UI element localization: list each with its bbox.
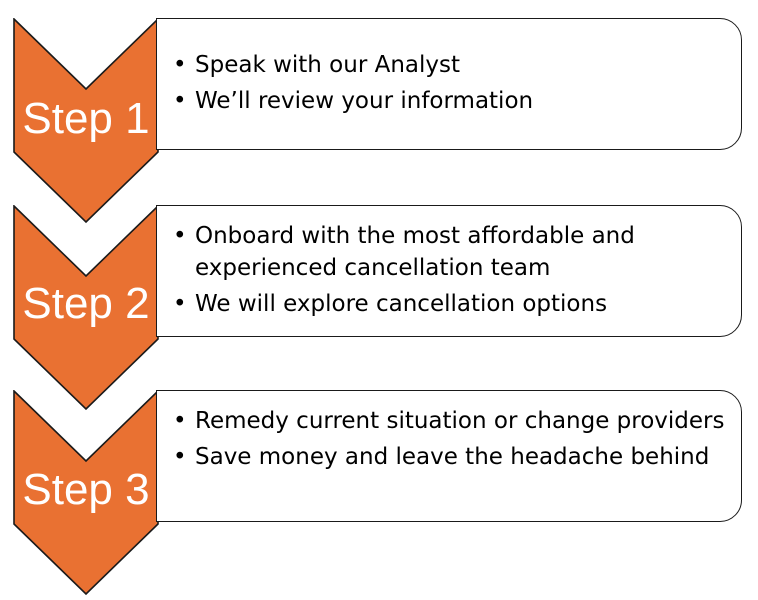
step-3-bullet-1: •Remedy current situation or change prov… [173, 408, 725, 434]
step-3-bullet-2: •Save money and leave the headache behin… [173, 444, 710, 470]
step-1: Step 1 •Speak with our Analyst •We’ll re… [0, 18, 758, 228]
step-3-label: Step 3 [22, 465, 150, 514]
step-3: Step 3 •Remedy current situation or chan… [0, 390, 758, 600]
step-2-bullet-1: •Onboard with the most affordable and ex… [173, 223, 635, 281]
step-2-label: Step 2 [22, 279, 150, 328]
step-2-bullet-list: •Onboard with the most affordable and ex… [173, 220, 731, 324]
step-1-label: Step 1 [22, 94, 150, 143]
step-1-bullet-1-text: Speak with our Analyst [195, 52, 461, 78]
step-1-card: •Speak with our Analyst •We’ll review yo… [156, 18, 742, 150]
step-1-bullet-1: •Speak with our Analyst [173, 52, 461, 78]
step-3-chevron-icon [13, 390, 159, 596]
step-1-bullet-2: •We’ll review your information [173, 88, 534, 114]
step-2-chevron-icon [13, 205, 159, 411]
step-3-bullet-list: •Remedy current situation or change prov… [173, 405, 731, 477]
step-2-bullet-2-text: We will explore cancellation options [195, 291, 608, 317]
step-1-bullet-list: •Speak with our Analyst •We’ll review yo… [173, 49, 731, 121]
step-1-chevron-icon [13, 18, 159, 224]
step-2: Step 2 •Onboard with the most affordable… [0, 205, 758, 415]
step-1-bullet-2-text: We’ll review your information [195, 88, 534, 114]
step-3-bullet-1-text: Remedy current situation or change provi… [195, 408, 725, 434]
step-3-card: •Remedy current situation or change prov… [156, 390, 742, 522]
step-2-bullet-1-text: Onboard with the most affordable and exp… [195, 223, 635, 281]
step-3-bullet-2-text: Save money and leave the headache behind [195, 444, 710, 470]
step-2-bullet-2: •We will explore cancellation options [173, 291, 608, 317]
step-2-card: •Onboard with the most affordable and ex… [156, 205, 742, 337]
